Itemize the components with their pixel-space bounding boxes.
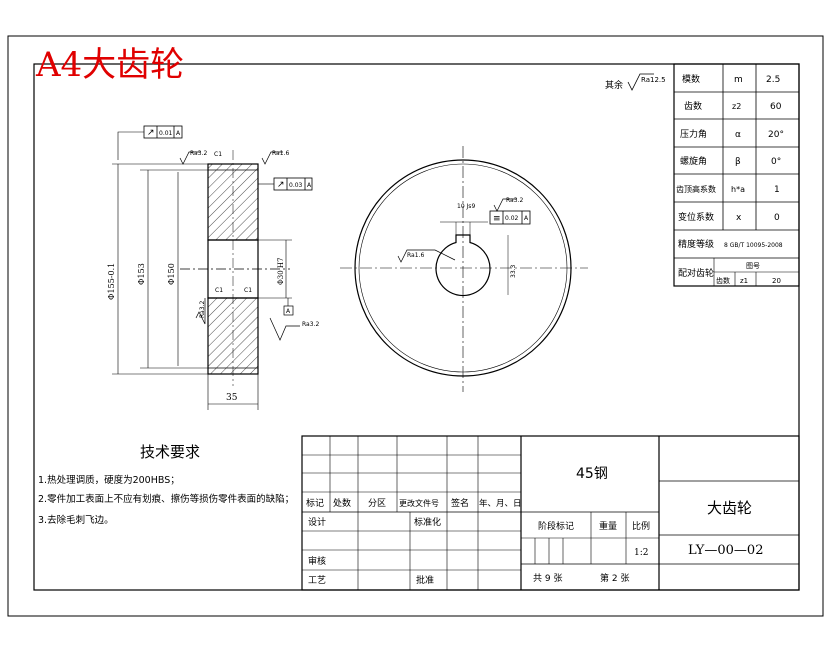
gear-parameter-table: 模数 m 2.5 齿数 z2 60 压力角 α 20° 螺旋角 β 0° 齿顶高… <box>673 63 800 287</box>
tb-header-date: 年、月、日 <box>479 498 522 509</box>
symmetry-value: 0.02 <box>505 215 519 222</box>
outer-border <box>7 35 824 617</box>
tb-drawing-number: LY—00—02 <box>688 543 763 558</box>
tb-design: 设计 <box>308 516 326 528</box>
tb-material: 45钢 <box>576 466 608 482</box>
technical-requirements: 技术要求 1.热处理调质，硬度为200HBS； 2.零件加工表面上不应有划痕、擦… <box>38 443 294 526</box>
gear-param-val-4: 1 <box>774 185 780 195</box>
dim-key-width: 10 Js9 <box>457 203 475 210</box>
dim-key-depth: 33.3 <box>510 264 517 278</box>
roughness-mark-bore <box>397 249 456 263</box>
roughness-lower-value: Ra3.2 <box>199 301 206 318</box>
tb-header-mark: 标记 <box>306 497 324 509</box>
tech-title: 技术要求 <box>140 443 200 461</box>
tb-approve: 批准 <box>416 574 434 586</box>
tb-total-sheets: 共 9 张 <box>533 573 562 584</box>
gear-param-val-5: 0 <box>774 213 780 223</box>
pair-sub-label: 齿数 <box>716 276 730 285</box>
tb-header-change: 更改文件号 <box>399 498 439 508</box>
roughness-bore-value: Ra1.6 <box>407 252 424 259</box>
dim-bore: Φ30 H7 <box>277 258 285 285</box>
tech-item-2: 2.零件加工表面上不应有划痕、擦伤等损伤零件表面的缺陷； <box>38 493 294 505</box>
bore-with-keyway <box>435 234 491 297</box>
tb-stage-mark: 阶段标记 <box>538 520 574 532</box>
gear-param-sym-2: α <box>735 130 741 140</box>
runout-value-face: 0.03 <box>289 182 303 189</box>
roughness-key-side-value: Ra3.2 <box>506 197 523 204</box>
gear-param-sym-0: m <box>734 75 743 85</box>
datum-box <box>283 305 294 316</box>
tb-scale-value: 1:2 <box>634 548 648 558</box>
tb-weight-label: 重量 <box>599 520 617 532</box>
roughness-mark-key-side <box>493 198 517 212</box>
section-view: Φ155-0.1 Φ153 Φ150 Φ30 H7 35 C1 C1 C1 ↗ … <box>107 125 319 410</box>
gear-param-sym-6: 8 GB/T 10095-2008 <box>724 242 783 249</box>
general-roughness-label: 其余 <box>605 79 623 91</box>
tb-sheet-number: 第 2 张 <box>600 572 629 584</box>
tech-item-3: 3.去除毛刺飞边。 <box>38 514 114 526</box>
gear-param-name-6: 精度等级 <box>678 238 714 250</box>
tb-scale-label: 比例 <box>632 520 650 532</box>
gear-param-name-5: 变位系数 <box>678 211 714 223</box>
gear-param-val-2: 20° <box>768 130 784 140</box>
runout-datum-top: A <box>176 130 181 137</box>
tb-review: 审核 <box>308 555 326 567</box>
dim-width: 35 <box>226 393 238 403</box>
dim-tip-diameter: Φ155-0.1 <box>107 263 116 300</box>
datum-label: A <box>286 308 291 315</box>
dim-ref1: Φ153 <box>137 263 146 285</box>
tb-process: 工艺 <box>308 575 326 586</box>
tb-header-sign: 签名 <box>451 497 469 509</box>
gear-param-val-0: 2.5 <box>766 75 780 85</box>
chamfer-label-1: C1 <box>214 151 222 158</box>
pair-sub-sym: z1 <box>740 277 748 285</box>
symmetry-symbol: ≡ <box>493 214 501 224</box>
tb-header-zone: 分区 <box>368 498 386 509</box>
runout-symbol-top: ↗ <box>147 128 155 138</box>
tb-header-count: 处数 <box>333 497 351 509</box>
runout-value-top: 0.01 <box>159 130 173 137</box>
page-title: A4大齿轮 <box>35 45 184 85</box>
symmetry-datum: A <box>524 215 529 222</box>
chamfer-label-3: C1 <box>244 287 252 294</box>
pair-sub-val: 20 <box>772 277 781 285</box>
roughness-general-value: Ra12.5 <box>641 76 666 84</box>
gear-param-name-3: 螺旋角 <box>680 155 707 167</box>
gear-param-sym-4: h*a <box>731 185 745 194</box>
roughness-mark-lower <box>195 298 206 325</box>
tb-part-name: 大齿轮 <box>707 499 752 517</box>
gear-param-val-3: 0° <box>771 157 781 167</box>
inner-border <box>33 63 800 591</box>
symmetry-frame <box>489 210 531 225</box>
gear-param-name-1: 齿数 <box>684 100 702 112</box>
gear-param-name-4: 齿顶高系数 <box>676 184 716 194</box>
tb-standard: 标准化 <box>414 516 441 528</box>
roughness-mark-lower2 <box>269 317 300 341</box>
roughness-side-value: Ra1.6 <box>272 150 289 157</box>
chamfer-label-2: C1 <box>215 287 223 294</box>
gear-param-name-0: 模数 <box>682 73 700 85</box>
gear-param-name-7: 配对齿轮 <box>678 267 714 279</box>
runout-symbol-face: ↗ <box>277 180 285 190</box>
roughness-symbol-general <box>627 73 654 91</box>
roughness-lower2-value: Ra3.2 <box>302 321 319 328</box>
tech-item-1: 1.热处理调质，硬度为200HBS； <box>38 474 180 486</box>
gear-param-sym-7: 图号 <box>746 262 760 270</box>
front-view: 10 Js9 ≡ 0.02 A Ra3.2 Ra1.6 33.3 <box>340 146 588 392</box>
roughness-mark-side <box>261 151 283 165</box>
roughness-mark-top <box>179 151 201 165</box>
roughness-top-value: Ra3.2 <box>190 150 207 157</box>
gear-param-val-1: 60 <box>770 102 782 112</box>
gear-param-sym-1: z2 <box>732 102 741 111</box>
runout-datum-face: A <box>307 182 312 189</box>
gear-param-sym-5: x <box>736 213 742 223</box>
title-block: 标记 处数 分区 更改文件号 签名 年、月、日 设计 标准化 审核 工艺 批准 … <box>301 435 800 591</box>
gear-param-sym-3: β <box>735 157 741 167</box>
dim-ref2: Φ150 <box>167 263 176 285</box>
gear-param-name-2: 压力角 <box>680 128 707 140</box>
